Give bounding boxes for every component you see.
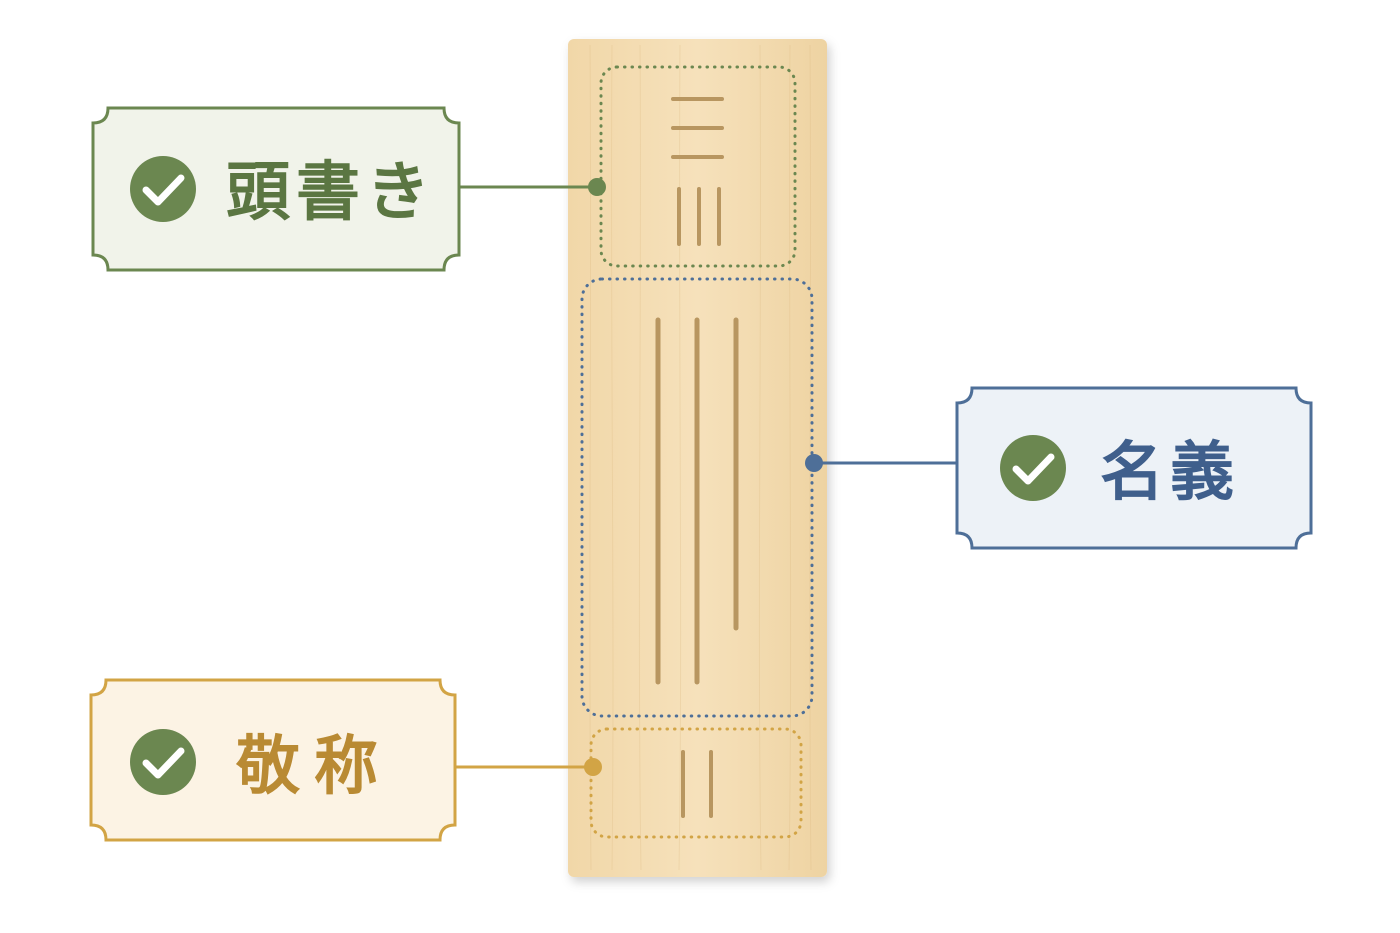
honorific-strokes — [681, 750, 713, 818]
honorific-label: 敬称 — [235, 729, 392, 804]
name-label: 名義 — [1100, 435, 1240, 510]
name-strokes — [655, 317, 739, 685]
check-circle-icon — [130, 729, 196, 795]
check-circle-icon — [1000, 435, 1066, 501]
header-connector — [459, 178, 606, 196]
header-strokes — [671, 97, 724, 246]
name-region-outline — [580, 277, 814, 718]
wood-grain — [589, 44, 812, 871]
header-label-box: 頭書き — [91, 106, 461, 272]
honorific-connector — [455, 758, 602, 776]
name-label-box: 名義 — [955, 386, 1313, 550]
honorific-region-outline — [589, 727, 803, 839]
check-circle-icon — [130, 156, 196, 222]
header-region-outline — [599, 65, 797, 268]
header-label: 頭書き — [226, 155, 436, 230]
wooden-tag — [568, 39, 827, 877]
honorific-label-box: 敬称 — [89, 678, 457, 842]
name-connector — [805, 454, 957, 472]
